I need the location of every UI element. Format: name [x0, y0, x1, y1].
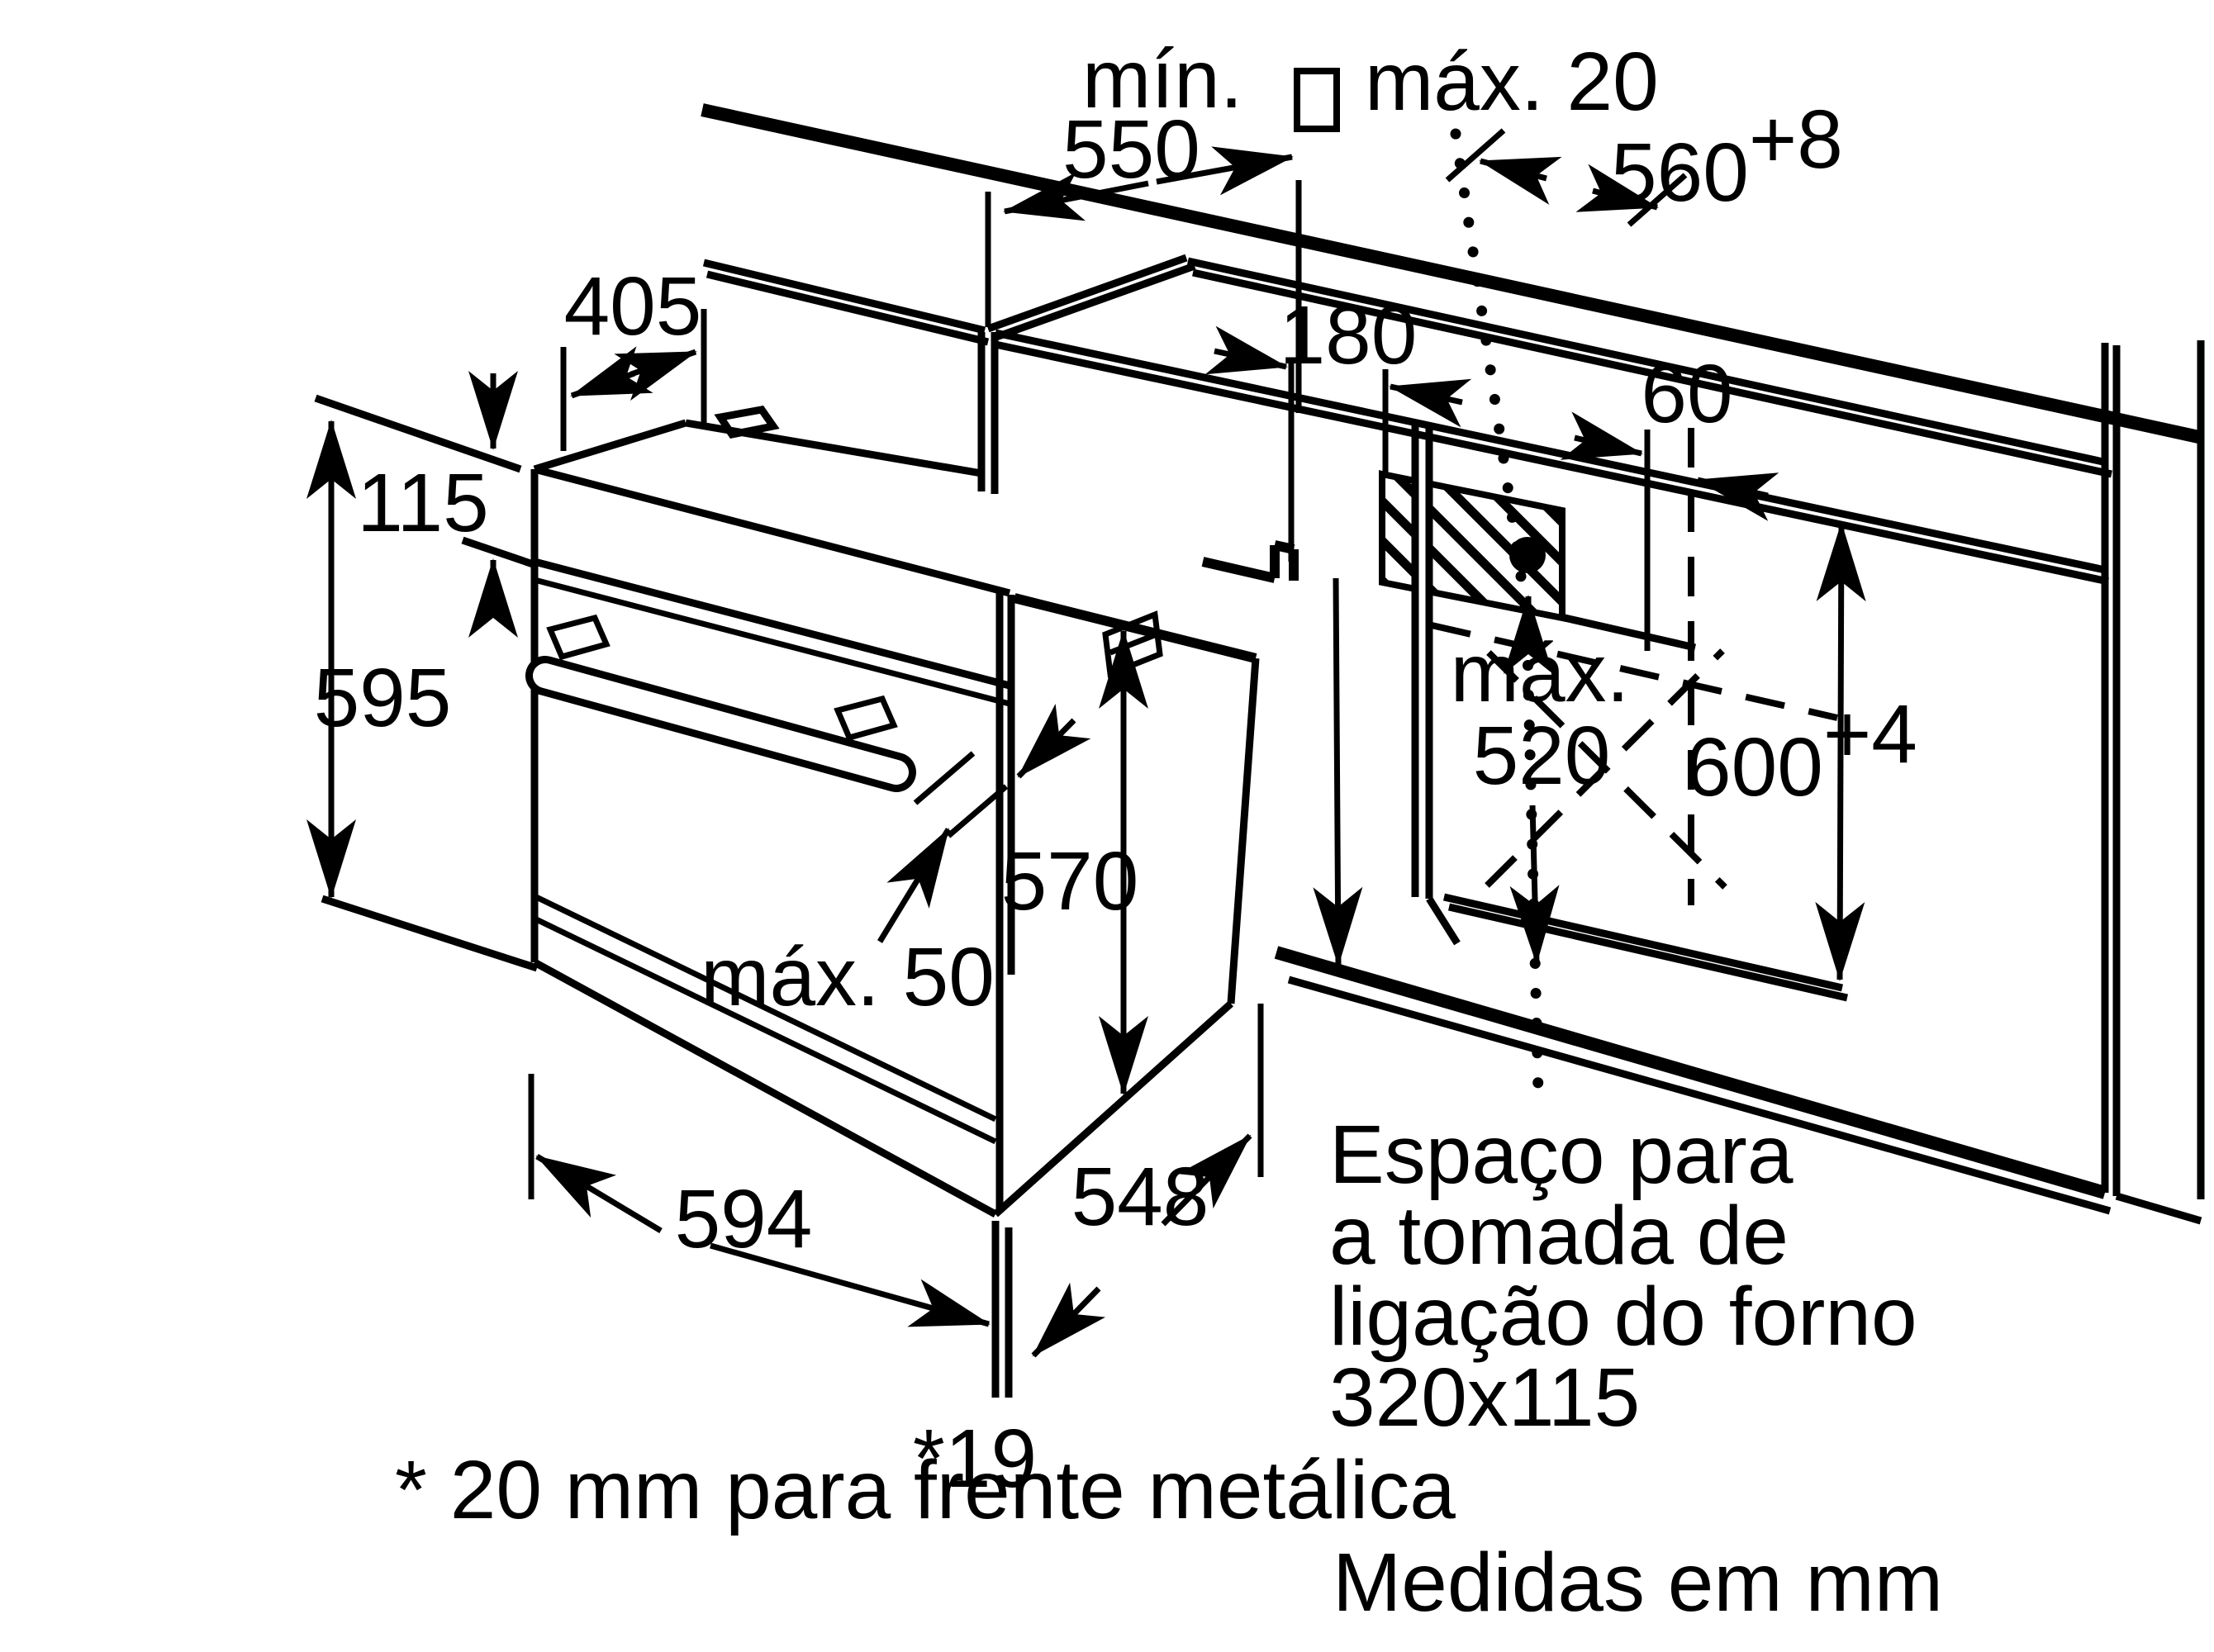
label-570: 570 — [1001, 835, 1139, 928]
note-line-2: a tomada de — [1329, 1189, 1789, 1282]
dim-520-aux-line — [1313, 577, 1363, 966]
wall-top-line — [701, 103, 2204, 444]
note-line-1: Espaço para — [1329, 1108, 1794, 1201]
oven-front-bottom-edge — [532, 959, 998, 1218]
worktop-cut-face — [986, 254, 1196, 341]
top-gap-strip — [1201, 540, 1299, 583]
label-600: 600+4 — [1685, 688, 1917, 814]
dim-550-arrow-left — [1003, 172, 1149, 221]
text-annotations: Espaço para a tomada de ligação do forno… — [395, 1108, 1943, 1629]
niche-floor-front-edge — [1274, 946, 2107, 1199]
door-top-line — [534, 577, 1010, 707]
dim-405-arrow-left — [570, 346, 653, 399]
label-594: 594 — [675, 1173, 813, 1265]
label-115: 115 — [357, 457, 488, 549]
label-595: 595 — [314, 652, 452, 744]
label-max20: máx. 20 — [1365, 36, 1659, 128]
gap-square-symbol — [1294, 68, 1340, 132]
front-overhang-lines — [991, 1221, 1013, 1398]
oven — [525, 406, 1260, 1398]
dim-60-arrow-left — [1560, 411, 1643, 460]
plinth-line — [1287, 976, 2112, 1215]
panel-bottom-ref-line — [461, 536, 537, 569]
cabinet-niche — [701, 103, 2205, 1225]
oven-front-top-edge — [533, 465, 1011, 597]
wall-floor-step — [1426, 896, 1461, 946]
dim-550-ext-lines — [985, 180, 1302, 413]
oven-top-ref-line — [314, 394, 522, 473]
label-180: 180 — [1280, 289, 1418, 382]
label-405: 405 — [564, 260, 702, 353]
footnote-text: * 20 mm para frente metálica — [395, 1444, 1456, 1536]
worktop-back-edge — [1187, 257, 2112, 478]
label-max520-1: máx. — [1451, 627, 1630, 719]
dim-548-arrow-left — [1031, 1282, 1106, 1358]
niche-back-left-edge — [1411, 422, 1433, 899]
note-line-3: ligação do forno — [1329, 1270, 1917, 1363]
dim-405-ext-lines — [560, 309, 707, 451]
note-line-4: 320x115 — [1329, 1351, 1640, 1444]
dim-60-arrow-right — [1696, 472, 1779, 521]
socket-point-dot — [1509, 537, 1546, 573]
oven-bottom-ref-line — [321, 895, 539, 972]
niche-left-wall-front-edge — [977, 332, 999, 494]
label-min: mín. — [1082, 33, 1242, 126]
niche-inner-diagonal-2 — [1486, 650, 1727, 890]
oven-side-bottom-edge — [992, 1000, 1234, 1218]
dim-550-arrow-right — [1156, 146, 1294, 196]
niche-inner-top-dashed — [1431, 622, 1838, 721]
label-548: 548 — [1071, 1151, 1209, 1243]
dim-600-arrow-down — [1815, 743, 1865, 981]
back-rail-bottom-edge — [1564, 614, 1696, 652]
handle-bracket-right — [834, 695, 898, 742]
dim-50-arrow-upper — [1016, 703, 1091, 779]
door-bottom-lines — [533, 893, 997, 1145]
oven-body-back-edge — [1227, 657, 1260, 1004]
dimension-labels: mín. 550 máx. 20 560+8 405 115 595 180 6… — [314, 33, 1917, 1505]
dim-548-arrow-right — [1161, 1133, 1252, 1227]
worktop-front-edge-left — [702, 259, 990, 346]
handle-bracket-left — [546, 614, 611, 661]
label-560: 560+8 — [1611, 93, 1843, 219]
niche-floor-back-edge — [1442, 893, 1849, 1002]
oven-front-right-edge — [995, 593, 1015, 1213]
label-max50: máx. 50 — [701, 931, 995, 1023]
door-handle-core — [533, 663, 909, 785]
oven-roof-left-edge — [533, 419, 687, 473]
label-19: *19 — [913, 1412, 1037, 1505]
dim-560-arrow-left — [1479, 156, 1562, 205]
dim-520-arrow-down — [1509, 805, 1560, 965]
dim-405-arrow-right — [614, 349, 697, 401]
control-panel-bottom-edge — [533, 558, 1011, 690]
label-550: 550 — [1062, 103, 1200, 196]
dim-50-ticks — [913, 751, 1009, 838]
dimension-graphics — [306, 68, 1866, 1358]
dim-180-ext-lines — [1288, 363, 1389, 562]
dim-180-arrow-right — [1389, 378, 1472, 428]
label-60: 60 — [1641, 348, 1732, 440]
dim-50-leader-arrow — [877, 828, 951, 943]
oven-body-top-edge — [1013, 593, 1257, 663]
label-max520-2: 520 — [1473, 710, 1611, 802]
cabinet-right-front-edge — [2101, 343, 2121, 1196]
cabinet-right-side-edge — [2115, 340, 2205, 1225]
units-text: Medidas em mm — [1333, 1536, 1943, 1629]
dim-594-arrow-left — [535, 1153, 663, 1234]
oven-roof-bracket — [714, 406, 780, 439]
dim-180-arrow-left — [1204, 325, 1288, 375]
niche-top-front-edge — [995, 329, 2109, 586]
dim-594-arrow-right — [710, 1242, 991, 1327]
dim-560-arrow-right — [1575, 164, 1659, 212]
